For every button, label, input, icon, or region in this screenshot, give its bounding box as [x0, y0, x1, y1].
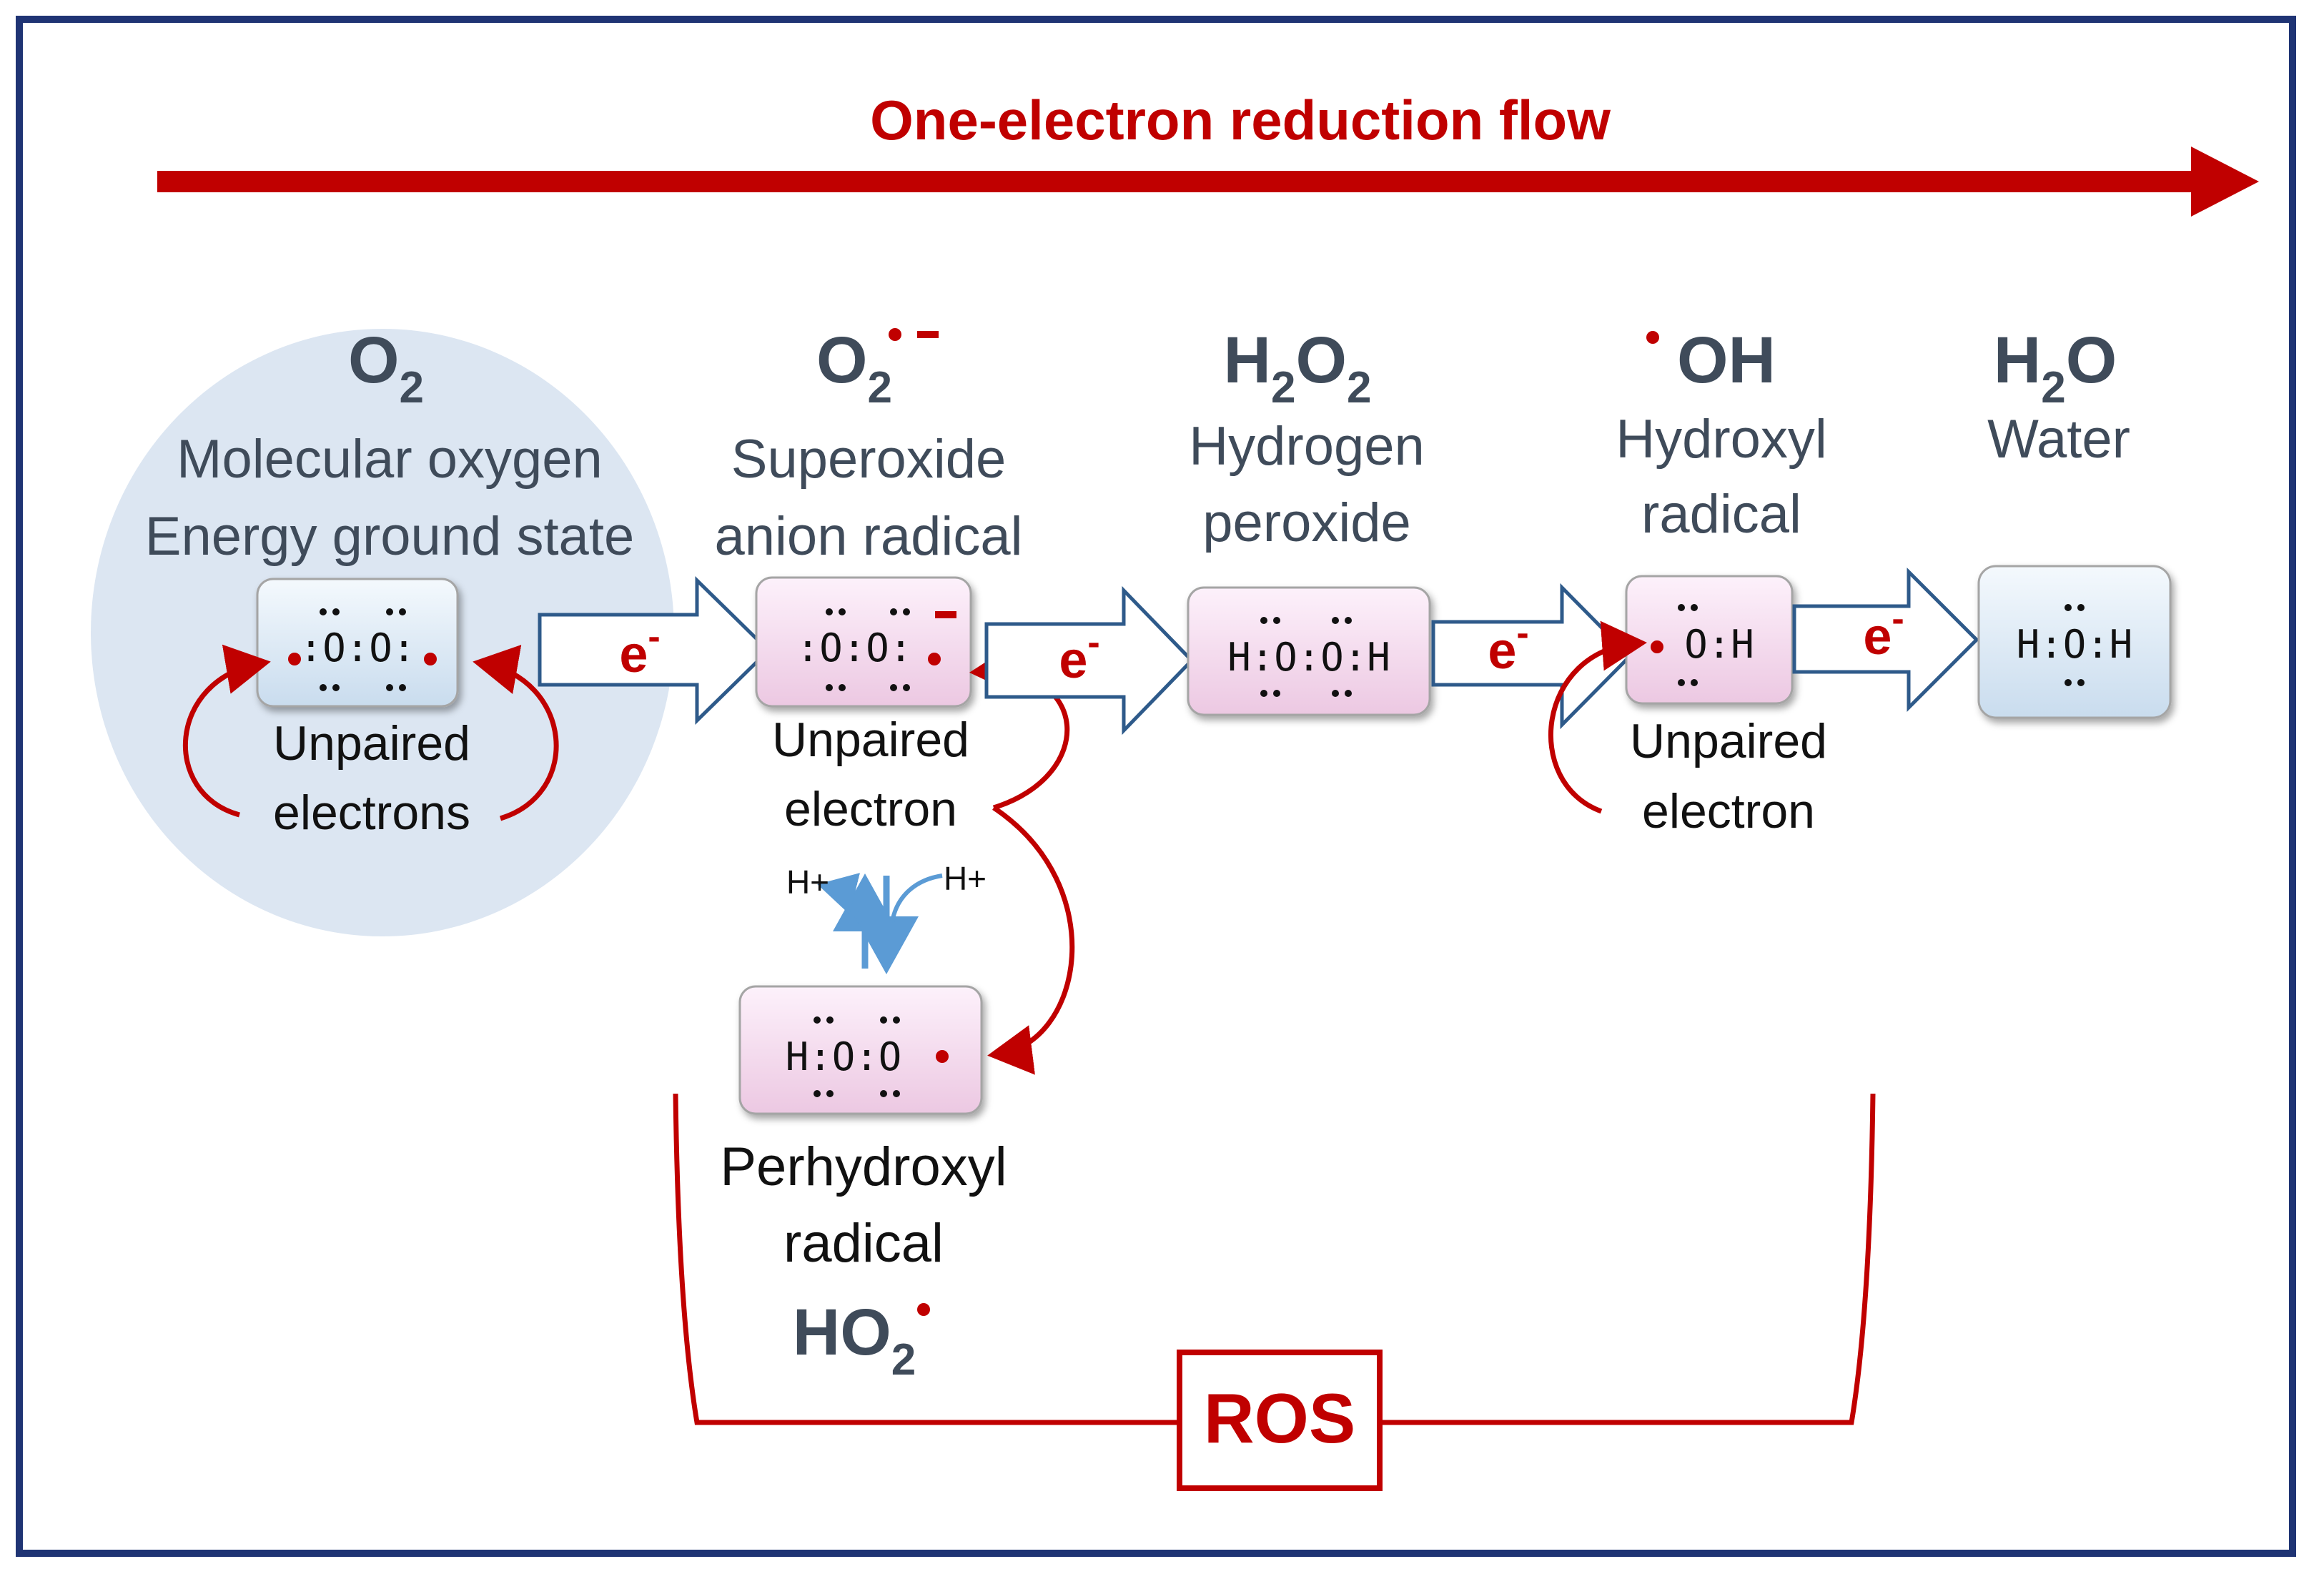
svg-text:H2O: H2O	[1994, 324, 2117, 412]
lewis-structure: :O:O:	[300, 625, 416, 670]
proton-label: H+	[944, 860, 987, 897]
formula-base: O	[1295, 324, 1347, 397]
formula-base: H	[1994, 324, 2041, 397]
species-name: Perhydroxyl	[720, 1137, 1007, 1197]
species-state: radical	[783, 1213, 944, 1274]
lewis-structure: :O:O:	[796, 625, 913, 670]
unpaired-label: Unpaired	[273, 716, 470, 771]
svg-text:H2O2: H2O2	[1224, 324, 1372, 412]
electron-symbol: e	[1863, 608, 1892, 665]
svg-text:e-: e-	[1059, 622, 1099, 689]
lone-pairs	[1678, 604, 1698, 686]
species-name: Water	[1987, 409, 2130, 470]
negative-charge	[935, 611, 956, 618]
svg-text:e-: e-	[1488, 613, 1528, 680]
formula-sub: 2	[868, 363, 892, 412]
species-name: Hydroxyl	[1616, 409, 1827, 470]
lone-pairs	[826, 608, 910, 691]
species-state: Energy ground state	[145, 506, 634, 567]
radical-dot	[917, 1303, 930, 1316]
electron-transfer-arrow: e-	[538, 576, 771, 725]
unpaired-pointer-arrow	[1548, 620, 1647, 814]
svg-text:HO2: HO2	[793, 1296, 916, 1385]
lewis-box	[738, 985, 983, 1115]
species-perhydroxyl: H:O:O Perhydroxyl radical HO2	[720, 985, 1007, 1385]
electron-transfer-arrow: e-	[1792, 567, 1979, 713]
formula-base: O	[348, 324, 400, 397]
species-hydrogen-peroxide: H2O2 Hydrogen peroxide H:O:O:H	[1187, 324, 1431, 716]
species-hydroxyl-radical: OH Hydroxyl radical O:H Unpaired electro…	[1548, 324, 1827, 838]
unpaired-pointer-arrow	[182, 644, 271, 818]
electron-charge: -	[1516, 613, 1528, 654]
formula-sub: 2	[891, 1335, 916, 1385]
species-state: peroxide	[1202, 492, 1411, 553]
unpaired-label: electron	[784, 782, 957, 836]
species-state: anion radical	[715, 506, 1023, 567]
species-name: Hydrogen	[1189, 416, 1425, 477]
lone-pairs	[320, 608, 406, 691]
lewis-structure: O:H	[1684, 622, 1754, 667]
radical-dot	[1646, 331, 1659, 344]
species-name: Molecular oxygen	[177, 429, 603, 490]
svg-text:e-: e-	[1863, 598, 1904, 665]
lewis-box	[1977, 565, 2172, 719]
flow-label: One-electron reduction flow	[870, 89, 1611, 152]
lewis-box	[256, 578, 459, 708]
protonation-pointer-arrow	[987, 806, 1075, 1075]
lone-pairs	[1260, 617, 1352, 697]
ros-label: ROS	[1204, 1379, 1355, 1457]
unpaired-label: Unpaired	[1630, 714, 1827, 768]
lewis-structure: H:O:O:H	[1227, 635, 1390, 680]
formula-sub: 2	[1347, 363, 1371, 412]
radical-dot	[889, 328, 901, 341]
lone-pairs	[814, 1016, 900, 1097]
svg-text:e-: e-	[619, 616, 660, 683]
unpaired-label: electrons	[273, 786, 470, 840]
ros-box	[1177, 1350, 1383, 1491]
formula-base: HO	[793, 1296, 891, 1369]
lewis-structure: H:O:H	[2017, 622, 2133, 667]
formula-sub: 2	[400, 363, 424, 412]
electron-transfer-arrow: e-	[984, 585, 1195, 736]
species-state: radical	[1641, 484, 1801, 545]
unpaired-electron-dot	[288, 653, 301, 665]
formula-base: H	[1224, 324, 1271, 397]
formula-base: O	[2066, 324, 2117, 397]
proton-label: H+	[786, 863, 829, 901]
unpaired-label: Unpaired	[772, 713, 969, 767]
electron-charge: -	[648, 616, 660, 658]
lewis-structure: H:O:O	[786, 1034, 902, 1079]
unpaired-label: electron	[1642, 784, 1815, 838]
electron-symbol: e	[619, 626, 648, 683]
unpaired-electron-dot	[1651, 640, 1663, 653]
species-water: H2O Water H:O:H	[1977, 324, 2172, 719]
unpaired-electron-dot	[424, 653, 437, 665]
unpaired-electron-dot	[936, 1050, 949, 1063]
reduction-flow-arrow	[157, 147, 2259, 217]
electron-transfer-arrow: e-	[1431, 583, 1633, 730]
protonation-equilibrium: H+ H+	[786, 860, 987, 974]
species-o2: O2 Molecular oxygen Energy ground state …	[145, 324, 634, 840]
formula-sub: 2	[2041, 363, 2065, 412]
svg-text:O2: O2	[816, 324, 892, 412]
species-name: Superoxide	[731, 429, 1007, 490]
species-superoxide: O2 Superoxide anion radical :O:O: Unpair…	[715, 324, 1075, 1075]
lone-pairs	[2065, 604, 2085, 686]
ros-bracket: ROS	[673, 1093, 1876, 1491]
electron-symbol: e	[1059, 632, 1087, 689]
lewis-box	[755, 576, 972, 708]
electron-symbol: e	[1488, 623, 1516, 680]
negative-charge	[917, 331, 939, 338]
electron-charge: -	[1892, 598, 1904, 640]
unpaired-pointer-arrow	[473, 645, 559, 821]
formula-base: OH	[1677, 324, 1776, 397]
electron-charge: -	[1087, 622, 1099, 663]
unpaired-electron-dot	[928, 653, 941, 665]
formula-base: O	[816, 324, 868, 397]
formula-sub: 2	[1271, 363, 1295, 412]
lewis-box	[1187, 586, 1431, 716]
svg-text:O2: O2	[348, 324, 424, 412]
